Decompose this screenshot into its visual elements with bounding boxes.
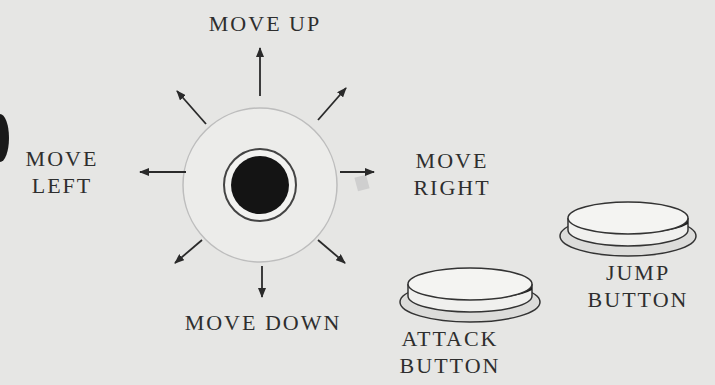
direction-label: MOVE DOWN [185, 309, 342, 336]
jump-button-symbol [560, 202, 696, 256]
direction-label: MOVE LEFT [26, 145, 99, 199]
button-label: JUMP BUTTON [588, 259, 689, 313]
edge-blob [0, 114, 9, 162]
joystick-symbol [183, 108, 337, 262]
direction-label: MOVE UP [209, 10, 321, 37]
attack-button-symbol [400, 268, 540, 322]
direction-arrows [140, 48, 374, 297]
button-label: ATTACK BUTTON [400, 325, 501, 379]
smudge [354, 175, 369, 192]
direction-label: MOVE RIGHT [413, 147, 490, 201]
